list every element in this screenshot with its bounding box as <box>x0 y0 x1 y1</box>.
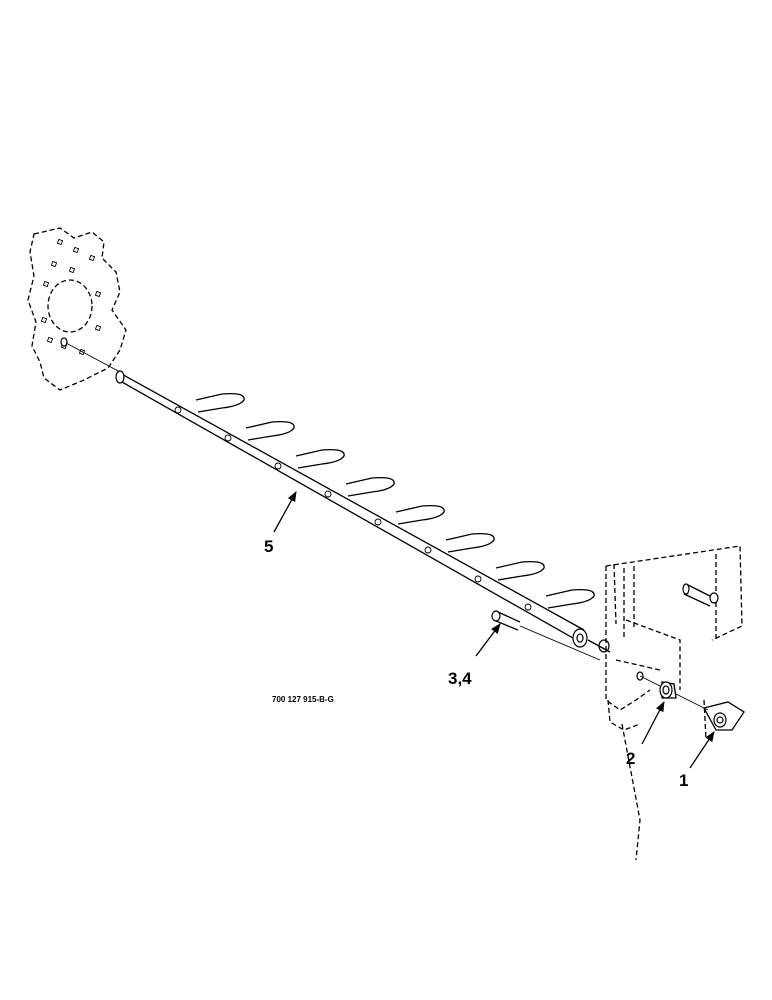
bushing <box>636 671 709 711</box>
bolt-and-nut <box>491 610 611 661</box>
right-frame <box>605 545 743 861</box>
left-mounting-plate <box>27 227 127 391</box>
callout-leaders <box>273 491 715 769</box>
callout-3-4: 3,4 <box>448 669 472 688</box>
tine-shaft <box>115 370 595 648</box>
callout-1: 1 <box>679 771 688 790</box>
lock-pin <box>703 701 745 731</box>
callout-2: 2 <box>626 749 635 768</box>
center-line <box>65 342 121 373</box>
part-number: 700 127 915-B-G <box>272 695 334 704</box>
callout-5: 5 <box>264 537 273 556</box>
